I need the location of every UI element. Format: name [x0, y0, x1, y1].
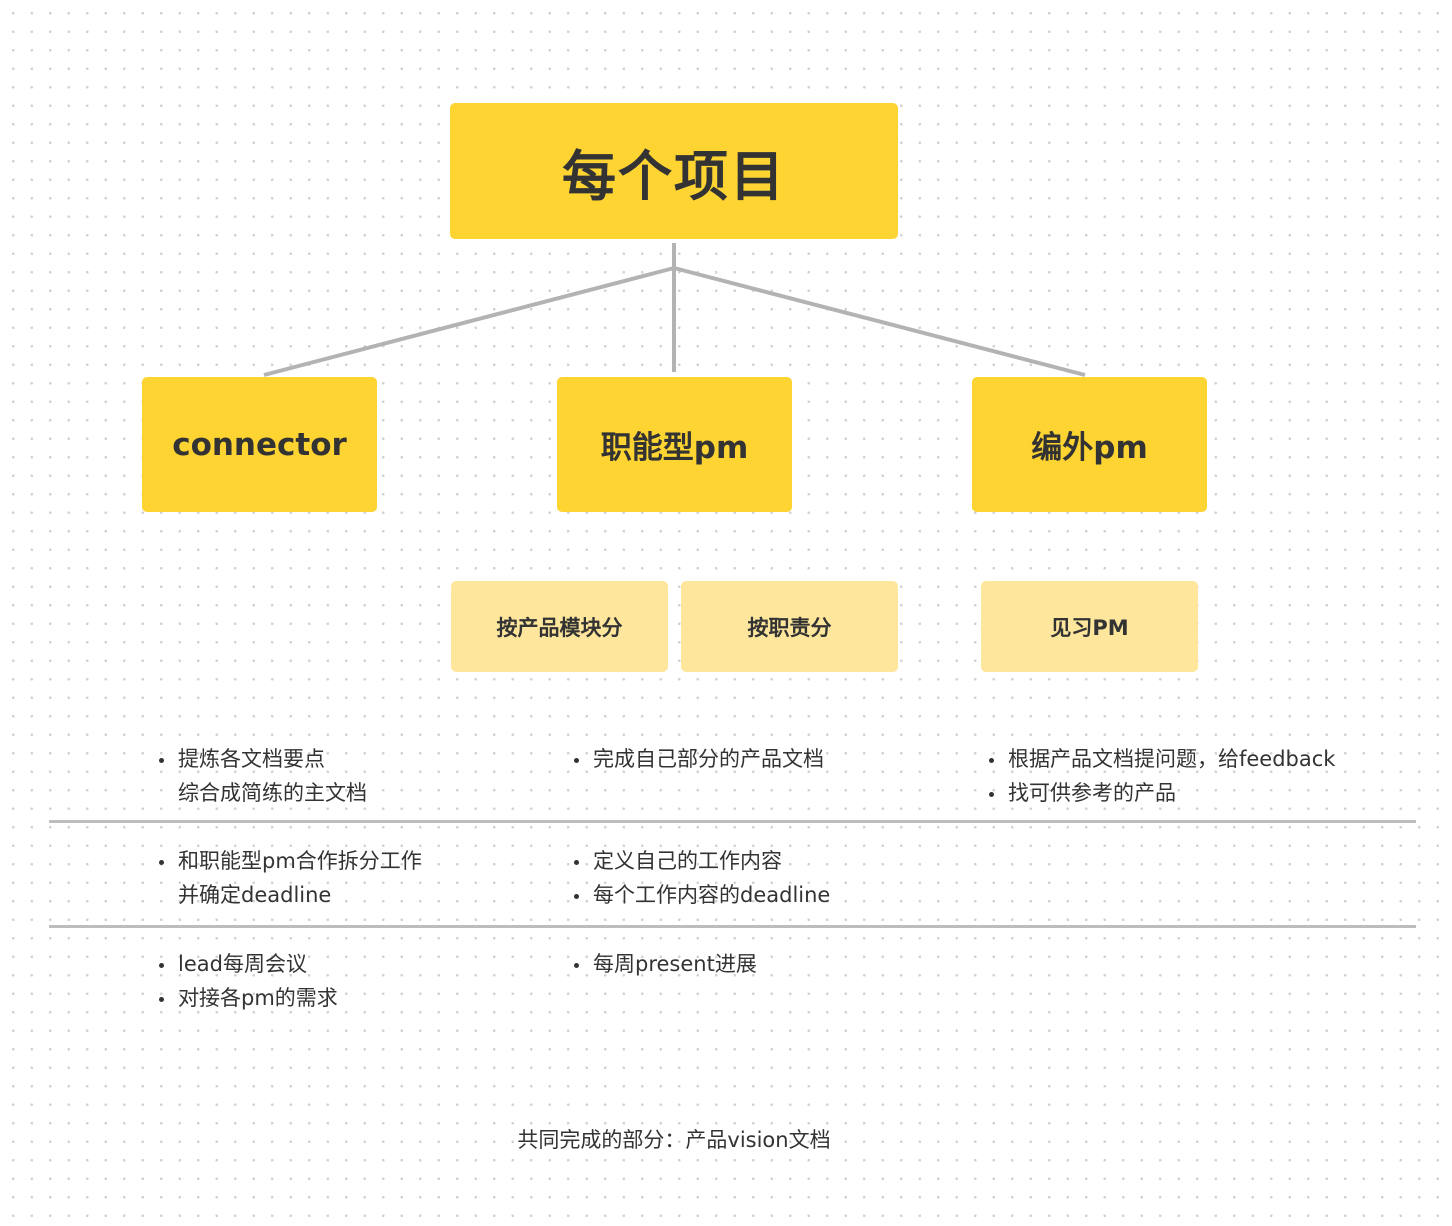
list-item: 定义自己的工作内容 — [591, 844, 830, 878]
sub-node-label: 见习PM — [1050, 615, 1129, 640]
root-node-label: 每个项目 — [562, 144, 786, 208]
list-item: 找可供参考的产品 — [1006, 776, 1335, 810]
notes-row1-external-pm: 根据产品文档提问题，给feedback 找可供参考的产品 — [984, 742, 1335, 810]
list-item: 提炼各文档要点 综合成简练的主文档 — [176, 742, 367, 810]
list-item: lead每周会议 — [176, 947, 338, 981]
sub-node-by-module[interactable]: 按产品模块分 — [451, 581, 668, 672]
list-item: 和职能型pm合作拆分工作 并确定deadline — [176, 844, 422, 912]
list-item: 根据产品文档提问题，给feedback — [1006, 742, 1335, 776]
notes-row2-connector: 和职能型pm合作拆分工作 并确定deadline — [154, 844, 422, 912]
list-item: 对接各pm的需求 — [176, 981, 338, 1015]
role-node-label: connector — [172, 426, 347, 463]
sub-node-label: 按职责分 — [747, 615, 832, 640]
notes-row1-connector: 提炼各文档要点 综合成简练的主文档 — [154, 742, 367, 810]
role-node-label: 编外pm — [1031, 430, 1148, 466]
role-node-connector[interactable]: connector — [142, 377, 377, 512]
root-node-project[interactable]: 每个项目 — [450, 103, 898, 239]
list-item: 每周present进展 — [591, 947, 757, 981]
row-divider — [49, 925, 1416, 928]
role-node-functional-pm[interactable]: 职能型pm — [557, 377, 792, 512]
role-node-external-pm[interactable]: 编外pm — [972, 377, 1207, 512]
connector-to-connector-role — [263, 266, 675, 377]
notes-row1-functional-pm: 完成自己部分的产品文档 — [569, 742, 824, 776]
shared-deliverable-note: 共同完成的部分：产品vision文档 — [517, 1128, 831, 1152]
row-divider — [49, 820, 1416, 823]
notes-row3-functional-pm: 每周present进展 — [569, 947, 757, 981]
sub-node-label: 按产品模块分 — [496, 615, 623, 640]
connector-to-external-pm — [673, 266, 1086, 377]
list-item: 完成自己部分的产品文档 — [591, 742, 824, 776]
sub-node-by-responsibility[interactable]: 按职责分 — [681, 581, 898, 672]
sub-node-intern-pm[interactable]: 见习PM — [981, 581, 1198, 672]
role-node-label: 职能型pm — [600, 430, 749, 466]
notes-row3-connector: lead每周会议 对接各pm的需求 — [154, 947, 338, 1015]
notes-row2-functional-pm: 定义自己的工作内容 每个工作内容的deadline — [569, 844, 830, 912]
list-item: 每个工作内容的deadline — [591, 878, 830, 912]
